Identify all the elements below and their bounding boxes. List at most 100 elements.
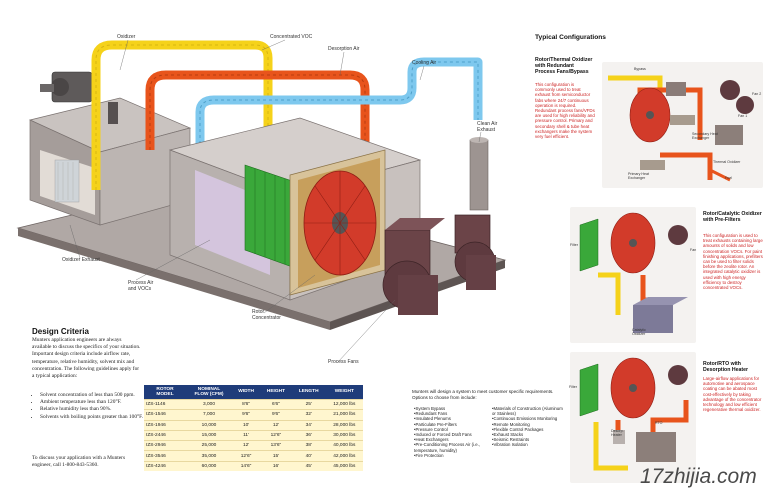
label-process-fans: Process Fans (328, 359, 359, 365)
table-cell: 6'6" (260, 398, 292, 410)
table-cell: 14'6" (232, 460, 261, 472)
label-concentrated-voc: Concentrated VOC (270, 34, 313, 40)
table-header-cell: NOMINAL FLOW (CFM) (186, 385, 232, 400)
table-cell: 60,000 (186, 460, 232, 472)
config-2-label-fan: Fan (690, 248, 697, 252)
option-item: System Bypass (414, 406, 492, 411)
config-3-label-filter: Filter (569, 385, 577, 389)
config-2-text: This configuration is used to treat exha… (703, 233, 763, 291)
table-cell: 38' (291, 440, 326, 451)
option-item: Continuous Emissions Monitoring (492, 416, 564, 421)
table-cell: IZS-4246 (144, 460, 186, 472)
label-oxidizer-exhaust: Oxidizer Exhaust (62, 257, 100, 263)
table-cell: 12'6" (260, 429, 292, 441)
config-1-label-bypass: Bypass (634, 67, 646, 71)
table-cell: 12,000 lbs (325, 398, 363, 410)
table-cell: 15,000 (186, 429, 232, 441)
table-cell: 34' (291, 419, 326, 431)
oxidizer-unit (28, 71, 192, 226)
config-3-label-desorp-heater: Desorp. Heater (611, 429, 624, 437)
table-cell: 12' (260, 419, 292, 431)
label-clean-air-exhaust: Clean Air Exhaust (477, 121, 498, 133)
table-cell: 12' (232, 440, 261, 451)
process-fans (382, 214, 496, 315)
typical-configurations-title: Typical Configurations (535, 34, 606, 41)
table-cell: 7,000 (186, 409, 232, 421)
table-cell: IZS-1546 (144, 409, 186, 421)
table-cell: 36' (291, 429, 326, 441)
table-cell: 16' (260, 460, 292, 472)
table-cell: 8'6" (232, 398, 261, 410)
table-cell: 11' (232, 429, 261, 441)
table-cell: 45' (291, 460, 326, 472)
table-header-cell: WEIGHT (325, 385, 363, 400)
option-item: Pressure Control (414, 427, 492, 432)
option-item: Exhaust Stacks (492, 432, 564, 437)
table-cell: 9'6" (232, 409, 261, 421)
config-2-title: Rotor/Catalytic Oxidizer with Pre-Filter… (703, 211, 762, 223)
config-1-label-fan-1: Fan 1 (738, 114, 748, 118)
label-process-air-vocs: Process Air and VOCs (128, 280, 154, 292)
watermark-text: 17zhijia.com (640, 465, 757, 488)
table-cell: 15' (260, 450, 292, 462)
table-cell: 25,000 (186, 440, 232, 451)
config-3-title: Rotor/RTO with Desorption Heater (703, 361, 748, 373)
option-item: Insulated Plenums (414, 416, 492, 421)
clean-air-exhaust-stack (469, 137, 489, 211)
table-cell: IZS-1946 (144, 419, 186, 431)
table-cell: 10' (232, 419, 261, 431)
config-3-label-rto: RTO (655, 421, 663, 425)
options-list-2: Materials of Construction (Aluminum or S… (492, 406, 564, 448)
table-cell: IZS-1146 (144, 398, 186, 410)
options-intro: Munters will design a system to meet cus… (412, 389, 554, 400)
config-1-text: This configuration is commonly used to t… (535, 82, 595, 140)
config-3-text: Large-airflow applications for automotiv… (703, 376, 762, 413)
design-criteria-item: Solvent concentration of less than 500 p… (40, 392, 152, 399)
option-item: Particulate Pre-Filters (414, 422, 492, 427)
design-criteria-list: Solvent concentration of less than 500 p… (32, 392, 152, 421)
system-diagram (16, 39, 507, 363)
label-oxidizer: Oxidizer (117, 34, 136, 40)
option-item: Seismic Restraints (492, 437, 564, 442)
table-cell: 12'6" (232, 450, 261, 462)
option-item: Vibration Isolation (492, 442, 564, 447)
table-cell: 40' (291, 450, 326, 462)
rotor-spec-table: ROTOR MODEL NOMINAL FLOW (CFM) WIDTH HEI… (144, 385, 363, 472)
config-1-label-thermal-oxidizer: Thermal Oxidizer (713, 160, 741, 164)
option-item: Induced or Forced Draft Fans (414, 432, 492, 437)
table-cell: 45,000 lbs (325, 460, 363, 472)
config-1-label-fan-2: Fan 2 (752, 92, 762, 96)
base-platform-edge (18, 228, 330, 330)
design-criteria-contact: To discuss your application with a Munte… (32, 455, 126, 469)
config-2-diagram (570, 207, 696, 343)
pre-filter-panel (244, 164, 296, 269)
design-criteria-item: Relative humidity less than 90%. (40, 406, 152, 413)
option-item: Fire Protection (414, 453, 492, 458)
config-1-label-primary-hx: Primary Heat Exchanger (628, 172, 649, 180)
cooling-air-duct (195, 57, 483, 150)
table-cell: 35,000 (186, 450, 232, 462)
table-cell: 25' (291, 398, 326, 410)
table-header-cell: ROTOR MODEL (144, 385, 186, 400)
table-header-cell: LENGTH (291, 385, 326, 400)
label-rotor-concentrator: Rotor Concentrator (252, 309, 281, 321)
table-cell: 32' (291, 409, 326, 421)
table-header-row: ROTOR MODEL NOMINAL FLOW (CFM) WIDTH HEI… (144, 385, 363, 400)
config-1-label-secondary-hx: Secondary Heat Exchanger (692, 132, 718, 140)
table-cell: 21,000 lbs (325, 409, 363, 421)
table-cell: 28,000 lbs (325, 419, 363, 431)
config-1-diagram (602, 62, 763, 188)
config-1-label-fuel: Fuel (725, 176, 732, 180)
option-item: Redundant Fans (414, 411, 492, 416)
label-desorption-air: Desorption Air (328, 46, 360, 52)
table-cell: IZS-3546 (144, 450, 186, 462)
design-criteria-intro: Munters application engineers are always… (32, 337, 141, 380)
config-1-title: Rotor/Thermal Oxidizer with Redundant Pr… (535, 57, 593, 75)
design-criteria-item: Solvents with boiling points greater tha… (40, 414, 152, 421)
